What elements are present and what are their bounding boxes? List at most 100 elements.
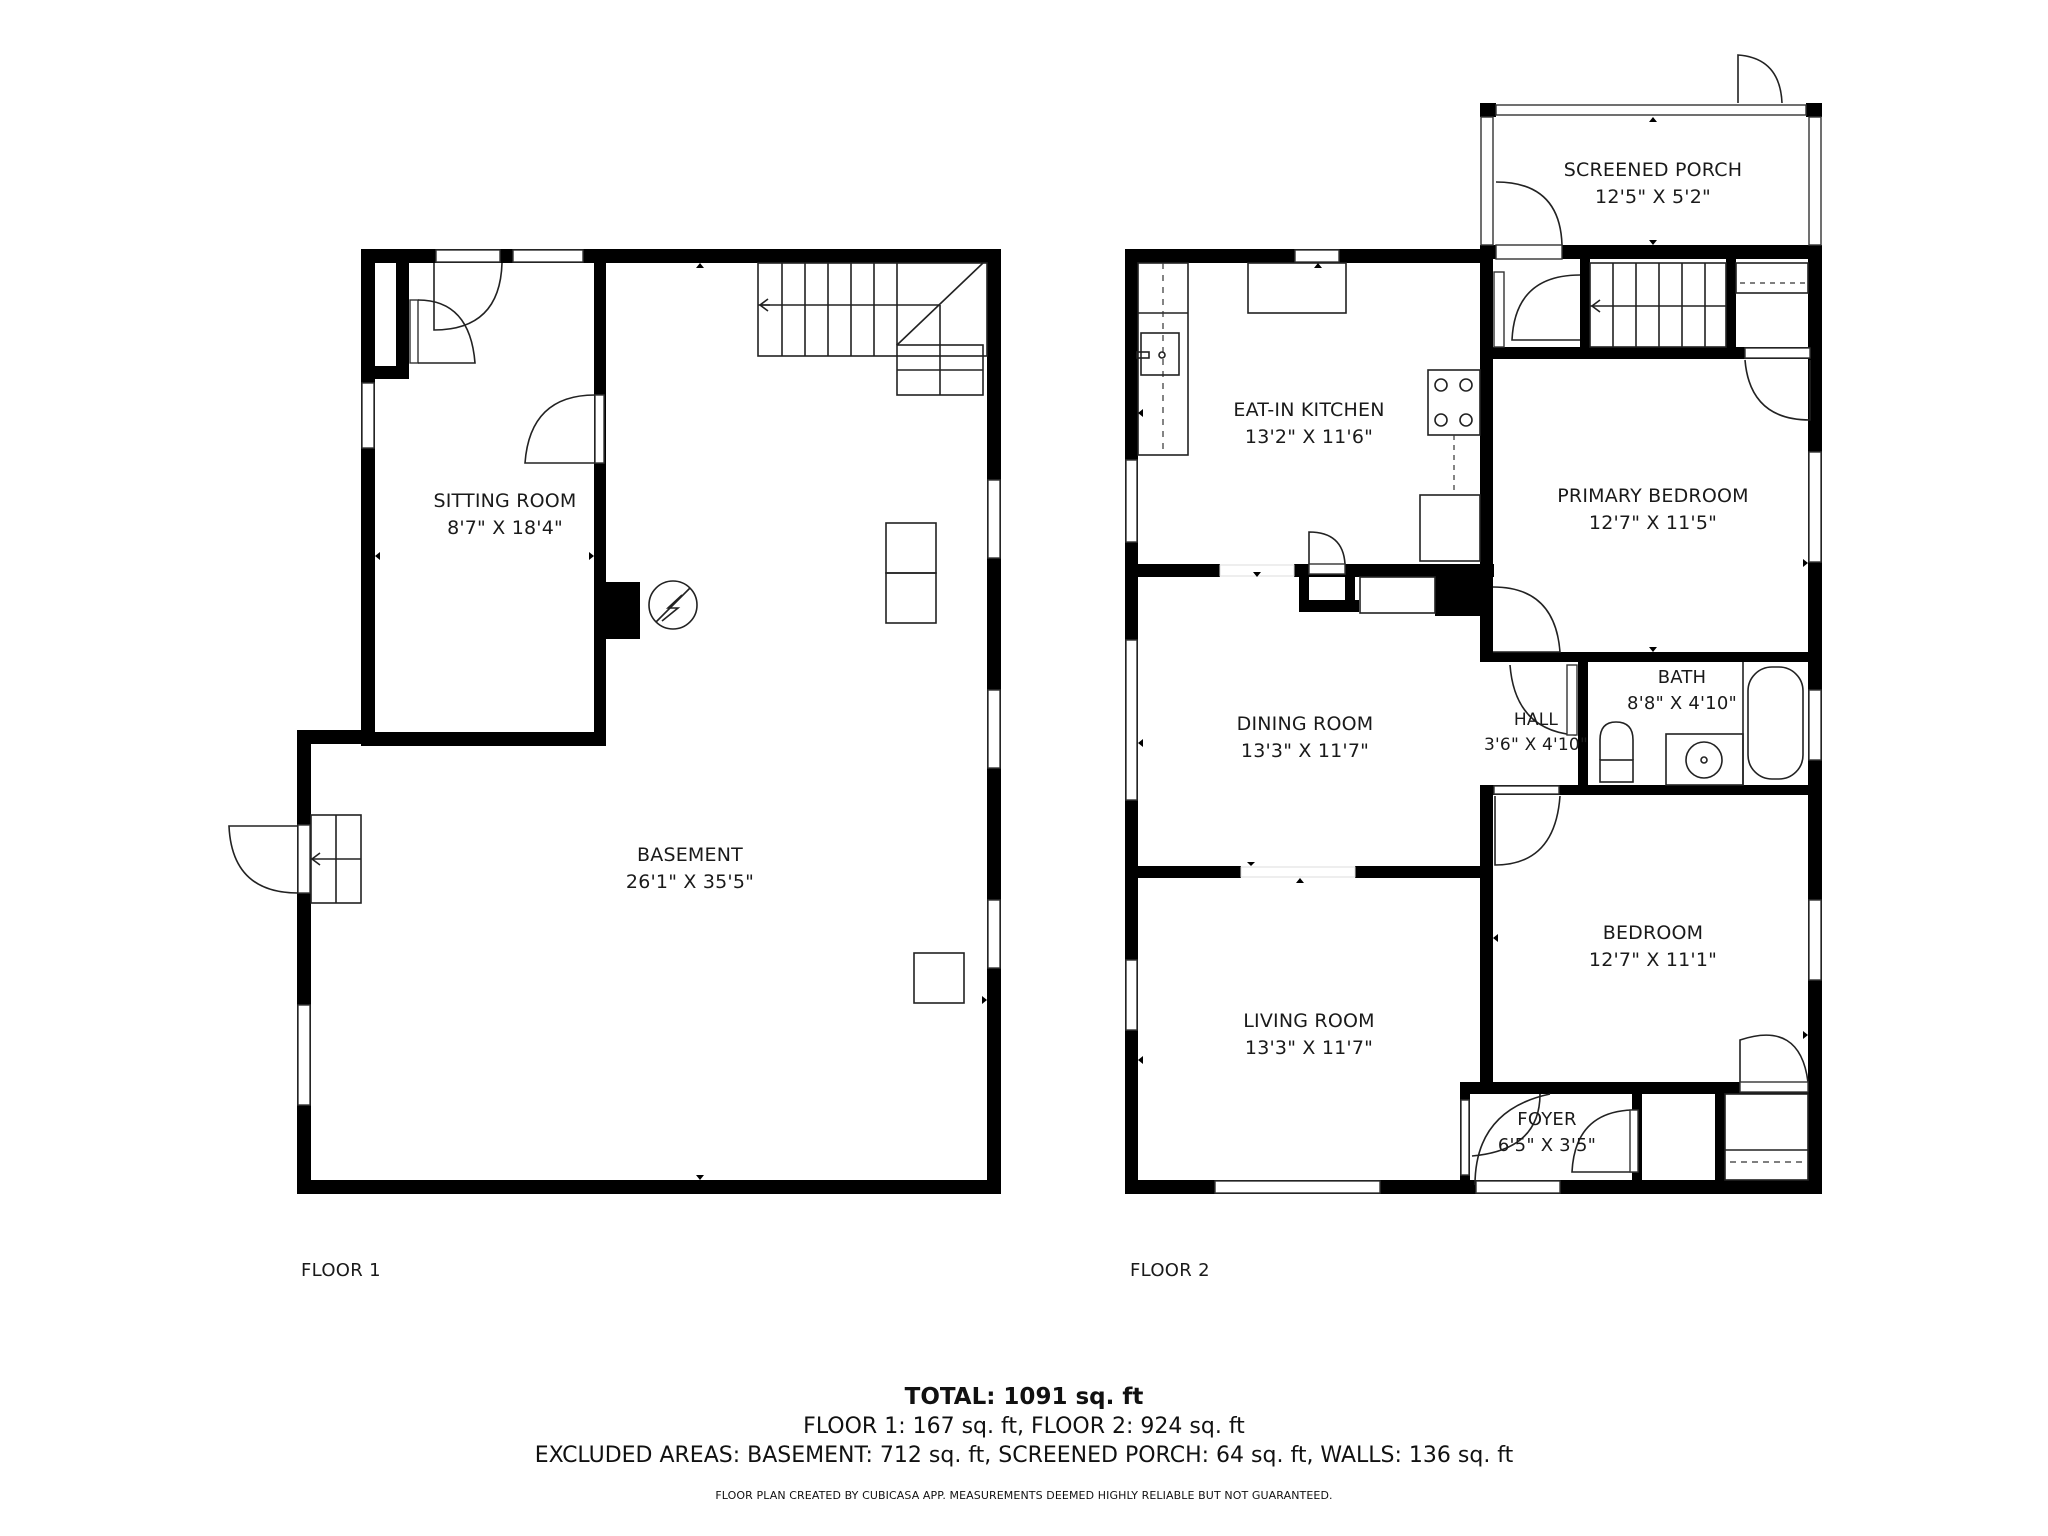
excluded-areas: EXCLUDED AREAS: BASEMENT: 712 sq. ft, SC… — [534, 1443, 1514, 1468]
floor-2-walls — [1125, 103, 1822, 1194]
room-name: BATH — [1657, 667, 1707, 688]
door-swing-icon — [228, 824, 311, 894]
room-label-living-room: LIVING ROOM 13'3" X 11'7" — [1243, 1008, 1374, 1062]
window-icon — [987, 479, 1001, 559]
floor-1-plan — [228, 249, 1001, 1194]
room-dimensions: 13'3" X 11'7" — [1240, 740, 1370, 762]
window-icon — [1460, 1099, 1470, 1176]
room-name: DINING ROOM — [1236, 713, 1374, 735]
stove-icon — [1427, 369, 1481, 495]
door-swing-icon — [1493, 785, 1561, 866]
door-swing-icon — [409, 299, 476, 364]
window-icon — [1214, 1180, 1381, 1194]
closet-shelf-icon — [1735, 262, 1809, 294]
bathroom-sink-icon — [1665, 733, 1744, 786]
window-icon — [1808, 451, 1822, 563]
door-swing-icon — [524, 394, 605, 464]
refrigerator-icon — [1419, 494, 1481, 562]
window-icon — [1125, 459, 1138, 543]
door-swing-icon — [1492, 586, 1561, 653]
kitchen-counter-icon — [1137, 262, 1189, 456]
window-icon — [987, 689, 1001, 769]
closet-icon — [1724, 1093, 1809, 1181]
exterior-stairs-icon — [310, 814, 362, 904]
floor-1-doors — [228, 262, 605, 894]
window-icon — [1294, 249, 1340, 263]
door-swing-icon — [1495, 181, 1563, 260]
window-icon — [1475, 1180, 1561, 1194]
window-icon — [512, 249, 584, 263]
room-label-eat-in-kitchen: EAT-IN KITCHEN 13'2" X 11'6" — [1233, 397, 1384, 451]
room-name: BEDROOM — [1602, 922, 1704, 944]
door-swing-icon — [1493, 271, 1581, 348]
window-icon — [1808, 116, 1822, 246]
room-dimensions: 12'5" X 5'2" — [1595, 186, 1711, 208]
room-name: HALL — [1513, 710, 1559, 730]
floor-2-doors — [1308, 54, 1811, 1186]
cabinet-icon — [1359, 576, 1436, 614]
room-label-basement: BASEMENT 26'1" X 35'5" — [626, 842, 754, 896]
room-label-dining-room: DINING ROOM 13'3" X 11'7" — [1237, 711, 1374, 765]
door-swing-icon — [1308, 531, 1346, 575]
room-dimensions: 3'6" X 4'10" — [1484, 735, 1588, 755]
window-icon — [987, 899, 1001, 969]
opening — [1240, 866, 1356, 878]
door-swing-icon — [1739, 1034, 1809, 1093]
door-swing-icon — [1571, 1109, 1639, 1173]
room-label-foyer: FOYER 6'5" X 3'5" — [1498, 1107, 1596, 1159]
door-swing-icon — [1744, 347, 1811, 421]
window-icon — [1808, 689, 1822, 761]
appliance-icon — [913, 952, 965, 1004]
room-dimensions: 26'1" X 35'5" — [625, 871, 755, 893]
stairs-icon — [757, 262, 988, 396]
window-icon — [1480, 116, 1494, 246]
kitchen-cabinet-icon — [1247, 262, 1347, 314]
room-name: LIVING ROOM — [1243, 1010, 1375, 1032]
room-label-hall: HALL 3'6" X 4'10" — [1484, 708, 1588, 758]
window-icon — [435, 249, 501, 263]
floor-1-label: FLOOR 1 — [301, 1260, 381, 1281]
window-icon — [297, 1004, 311, 1106]
window-icon — [1125, 639, 1138, 801]
room-dimensions: 12'7" X 11'5" — [1588, 512, 1718, 534]
room-name: FOYER — [1517, 1109, 1577, 1130]
room-name: BASEMENT — [637, 844, 743, 866]
door-swing-icon — [433, 262, 503, 331]
floor-1-walls — [297, 249, 1001, 1194]
window-icon — [1808, 899, 1822, 981]
room-dimensions: 8'8" X 4'10" — [1627, 693, 1737, 714]
room-label-sitting-room: SITTING ROOM 8'7" X 18'4" — [433, 488, 576, 542]
room-label-primary-bedroom: PRIMARY BEDROOM 12'7" X 11'5" — [1557, 483, 1748, 537]
window-icon — [361, 382, 375, 449]
room-label-bedroom: BEDROOM 12'7" X 11'1" — [1589, 920, 1717, 974]
door-swing-icon — [1509, 664, 1578, 736]
room-label-bath: BATH 8'8" X 4'10" — [1627, 665, 1737, 717]
toilet-icon — [1599, 721, 1634, 783]
room-dimensions: 13'2" X 11'6" — [1244, 426, 1374, 448]
floor-areas: FLOOR 1: 167 sq. ft, FLOOR 2: 924 sq. ft — [803, 1414, 1245, 1439]
room-name: PRIMARY BEDROOM — [1557, 485, 1749, 507]
disclaimer: FLOOR PLAN CREATED BY CUBICASA APP. MEAS… — [715, 1489, 1333, 1502]
floor-1-ticks — [375, 263, 987, 1180]
window-icon — [1125, 959, 1138, 1031]
room-dimensions: 6'5" X 3'5" — [1497, 1135, 1597, 1156]
room-name: EAT-IN KITCHEN — [1233, 399, 1385, 421]
floor-1-windows — [297, 249, 1001, 1106]
stairs-icon — [1589, 262, 1727, 348]
room-dimensions: 13'3" X 11'7" — [1244, 1037, 1374, 1059]
room-dimensions: 12'7" X 11'1" — [1588, 949, 1718, 971]
room-dimensions: 8'7" X 18'4" — [447, 517, 563, 539]
door-swing-icon — [1471, 1093, 1551, 1186]
window-icon — [1495, 104, 1807, 116]
furnace-icon — [648, 580, 698, 630]
floor-2-label: FLOOR 2 — [1130, 1260, 1210, 1281]
floor-2-ticks — [1138, 117, 1808, 1064]
floor-2-windows — [1125, 104, 1822, 1194]
washer-dryer-icon — [885, 522, 937, 624]
room-label-screened-porch: SCREENED PORCH 12'5" X 5'2" — [1564, 157, 1742, 211]
floor-2-plan — [1125, 54, 1822, 1194]
room-name: SITTING ROOM — [433, 490, 577, 512]
total-area: TOTAL: 1091 sq. ft — [904, 1384, 1144, 1410]
door-swing-icon — [1737, 54, 1783, 104]
